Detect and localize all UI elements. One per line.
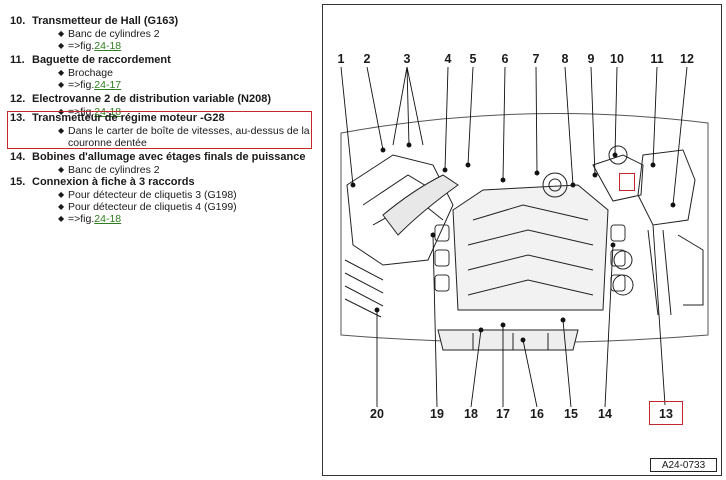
legend-sub-text: =>fig.	[68, 79, 95, 91]
callout-number: 6	[501, 52, 509, 66]
figure-link[interactable]: 24-18	[94, 213, 122, 225]
callout-number: 2	[363, 52, 371, 66]
callout-number: 9	[587, 52, 595, 66]
legend-sub-item: ◆=>fig.24-18	[58, 40, 121, 52]
figure-link[interactable]: 24-18	[94, 106, 122, 118]
callout-number: 18	[464, 407, 478, 421]
legend-entry-label: Transmetteur de Hall (G163)	[32, 15, 179, 27]
callout-number: 16	[530, 407, 544, 421]
callout-number: 12	[680, 52, 694, 66]
legend-sub-text: Banc de cylindres 2	[68, 28, 160, 40]
legend-entry-title: 12. Electrovanne 2 de distribution variab…	[10, 93, 271, 106]
legend-entry-number: 15.	[10, 176, 26, 188]
figure-link[interactable]: 24-17	[94, 79, 122, 91]
engine-illustration	[340, 66, 709, 408]
legend-entry-number: 14.	[10, 151, 26, 163]
callout-number: 13	[659, 407, 673, 421]
callout-number: 4	[444, 52, 452, 66]
legend-sub-item: ◆Banc de cylindres 2	[58, 28, 160, 40]
figure-link[interactable]: 24-18	[94, 40, 122, 52]
diamond-bullet-icon: ◆	[58, 165, 65, 174]
callout-number: 20	[370, 407, 384, 421]
legend-sub-text: Pour détecteur de cliquetis 3 (G198)	[68, 189, 237, 201]
diamond-bullet-icon: ◆	[58, 190, 65, 199]
legend-entry-label: Electrovanne 2 de distribution variable …	[32, 93, 272, 105]
legend-sub-text: Brochage	[68, 67, 113, 79]
legend-sub-item: ◆Banc de cylindres 2	[58, 164, 160, 176]
legend-sub-text: =>fig.	[68, 106, 95, 118]
diamond-bullet-icon: ◆	[58, 41, 65, 50]
callout-number: 10	[610, 52, 624, 66]
legend-sub-item: ◆Brochage	[58, 67, 113, 79]
callout-number: 7	[532, 52, 540, 66]
legend-sub-text: =>fig.	[68, 40, 95, 52]
callout-number: 1	[337, 52, 345, 66]
callout-number: 11	[650, 52, 664, 66]
highlight-box-entry-13	[7, 111, 312, 149]
callout-number: 8	[561, 52, 569, 66]
legend-entry-title: 13. Transmetteur de régime moteur -G28	[10, 112, 225, 125]
callout-number: 5	[469, 52, 477, 66]
legend-sub-text: Dans le carter de boîte de vitesses, au-…	[68, 125, 310, 137]
legend-sub-text: =>fig.	[68, 213, 95, 225]
callout-number: 14	[598, 407, 612, 421]
highlight-box-callout-13	[649, 401, 683, 425]
callout-number: 19	[430, 407, 444, 421]
callout-number: 3	[403, 52, 411, 66]
legend-entry-number: 10.	[10, 15, 26, 27]
callout-number: 15	[564, 407, 578, 421]
legend-sub-item: ◆=>fig.24-17	[58, 79, 121, 91]
highlight-box-sensor	[619, 173, 635, 191]
legend-entry-label: Connexion à fiche à 3 raccords	[32, 176, 195, 188]
legend-entry-title: 10. Transmetteur de Hall (G163)	[10, 15, 178, 28]
figure-reference: A24-0733	[650, 458, 717, 472]
diamond-bullet-icon: ◆	[58, 202, 65, 211]
legend-sub-item: ◆Pour détecteur de cliquetis 3 (G198)	[58, 189, 237, 201]
legend-entry-title: 15. Connexion à fiche à 3 raccords	[10, 176, 195, 189]
legend-entry-title: 11. Baguette de raccordement	[10, 54, 171, 67]
diamond-bullet-icon: ◆	[58, 126, 65, 135]
legend-sub-item: ◆Pour détecteur de cliquetis 4 (G199)	[58, 201, 237, 213]
legend-sub-item: ◆Dans le carter de boîte de vitesses, au…	[58, 125, 310, 137]
diamond-bullet-icon: ◆	[58, 214, 65, 223]
legend-entry-label: Bobines d'allumage avec étages finals de…	[32, 151, 306, 163]
legend-entry-label: Transmetteur de régime moteur -G28	[32, 112, 225, 124]
diamond-bullet-icon: ◆	[58, 29, 65, 38]
callout-number: 17	[496, 407, 510, 421]
legend-entry-label: Baguette de raccordement	[32, 54, 171, 66]
legend-sub-item: ◆=>fig.24-18	[58, 213, 121, 225]
diamond-bullet-icon: ◆	[58, 80, 65, 89]
legend-sub-item: couronne dentée	[58, 137, 147, 149]
legend-sub-text: Pour détecteur de cliquetis 4 (G199)	[68, 201, 237, 213]
legend-entry-number: 12.	[10, 93, 26, 105]
legend-sub-text: Banc de cylindres 2	[68, 164, 160, 176]
legend-entry-title: 14. Bobines d'allumage avec étages finals…	[10, 151, 305, 164]
legend-entry-number: 11.	[10, 54, 25, 66]
legend-sub-text: couronne dentée	[68, 137, 147, 149]
diamond-bullet-icon: ◆	[58, 68, 65, 77]
legend-entry-number: 13.	[10, 112, 26, 124]
